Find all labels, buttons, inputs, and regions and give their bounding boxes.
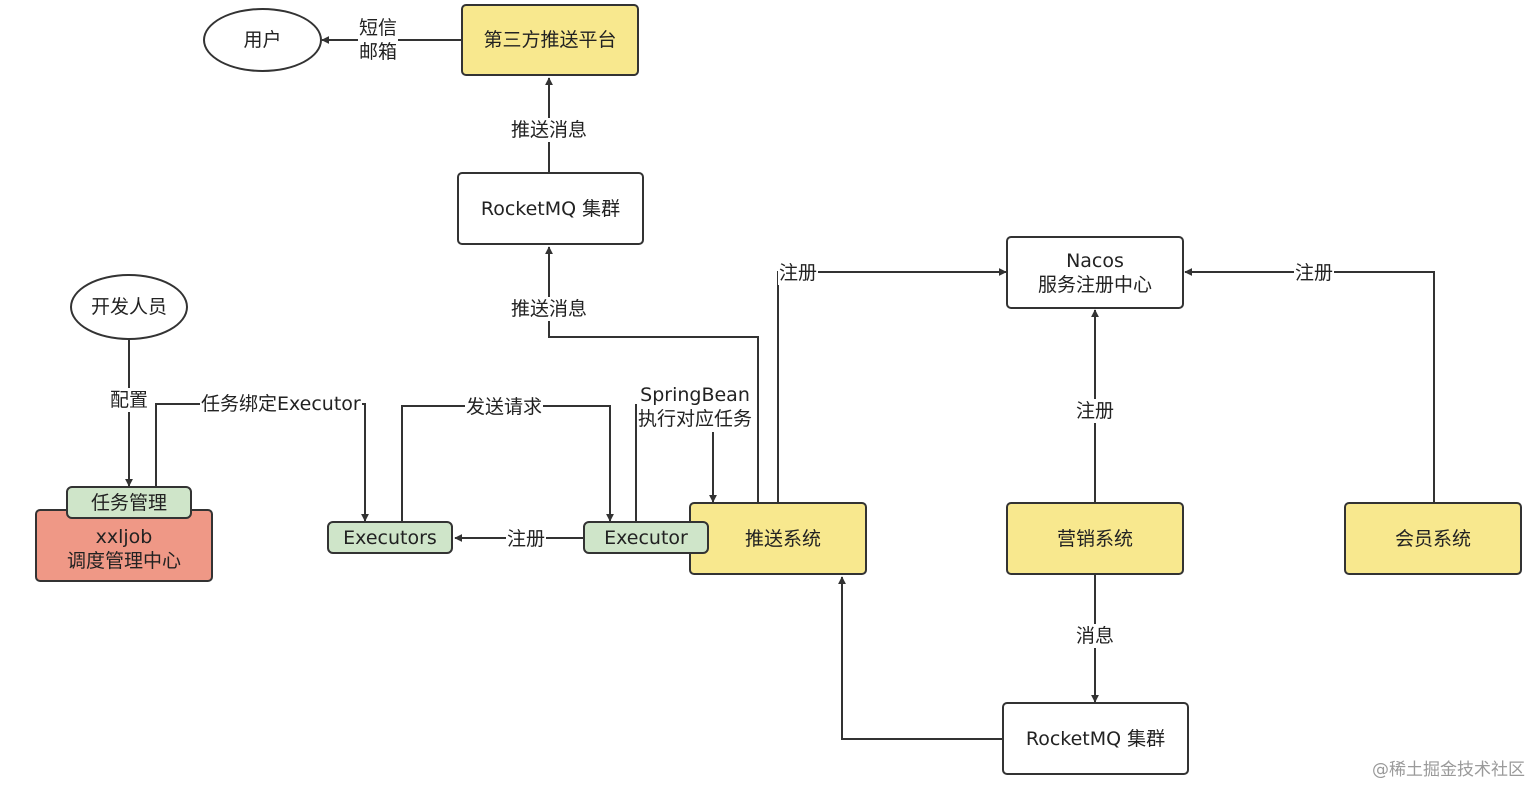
node-push-system: 推送系统 <box>689 502 867 575</box>
edge-label-send-request: 发送请求 <box>465 395 544 419</box>
edge-push-to-mq <box>545 246 759 502</box>
node-rocketmq-top-label: RocketMQ 集群 <box>480 197 621 220</box>
edge-label-bind-executor: 任务绑定Executor <box>200 392 362 416</box>
edge-executors-to-executor <box>401 405 614 522</box>
edge-label-register-executor: 注册 <box>506 527 547 551</box>
node-task-management: 任务管理 <box>66 486 192 519</box>
node-developer-label: 开发人员 <box>90 296 167 318</box>
node-push-system-label: 推送系统 <box>744 527 821 550</box>
edge-label-sms-email: 短信 邮箱 <box>358 16 399 64</box>
edge-member-to-nacos <box>1184 268 1435 502</box>
node-executor: Executor <box>583 521 709 554</box>
edge-push-to-nacos <box>777 268 1007 502</box>
edge-label-springbean-line2: 执行对应任务 <box>638 408 753 430</box>
node-marketing-system: 营销系统 <box>1006 502 1184 575</box>
node-nacos-line2: 服务注册中心 <box>1037 273 1152 296</box>
node-member-label: 会员系统 <box>1394 527 1471 550</box>
node-user-label: 用户 <box>243 29 282 51</box>
edge-label-sms: 短信 <box>359 17 398 39</box>
edge-label-push-msg-lower: 推送消息 <box>510 297 589 321</box>
node-user: 用户 <box>203 8 322 72</box>
node-marketing-label: 营销系统 <box>1056 527 1133 550</box>
edge-label-message: 消息 <box>1075 624 1116 648</box>
node-task-management-label: 任务管理 <box>90 491 167 514</box>
node-member-system: 会员系统 <box>1344 502 1522 575</box>
edge-label-springbean: SpringBean 执行对应任务 <box>637 383 754 431</box>
node-rocketmq-bottom: RocketMQ 集群 <box>1002 702 1189 775</box>
node-rocketmq-top: RocketMQ 集群 <box>457 172 644 245</box>
node-nacos-line1: Nacos <box>1066 249 1124 272</box>
node-xxljob-line2: 调度管理中心 <box>66 549 181 572</box>
node-executors-label: Executors <box>343 526 437 549</box>
node-executor-label: Executor <box>604 526 688 549</box>
node-executors: Executors <box>327 521 453 554</box>
edge-label-config: 配置 <box>109 388 150 412</box>
edge-label-email: 邮箱 <box>359 41 398 63</box>
watermark: @稀土掘金技术社区 <box>1372 760 1525 780</box>
edge-label-push-msg-upper: 推送消息 <box>510 118 589 142</box>
node-rocketmq-bottom-label: RocketMQ 集群 <box>1025 727 1166 750</box>
node-xxljob-line1: xxljob <box>95 525 153 548</box>
edge-label-register-push: 注册 <box>778 261 819 285</box>
node-nacos: Nacos 服务注册中心 <box>1006 236 1184 309</box>
edge-label-register-member: 注册 <box>1294 261 1335 285</box>
node-developer: 开发人员 <box>70 274 188 340</box>
edge-label-springbean-line1: SpringBean <box>640 384 750 406</box>
node-third-party-label: 第三方推送平台 <box>483 29 617 51</box>
edge-mq-to-push <box>838 576 1003 740</box>
node-xxljob: xxljob 调度管理中心 <box>35 509 213 582</box>
edge-label-register-marketing: 注册 <box>1075 399 1116 423</box>
node-third-party-platform: 第三方推送平台 <box>461 4 639 76</box>
